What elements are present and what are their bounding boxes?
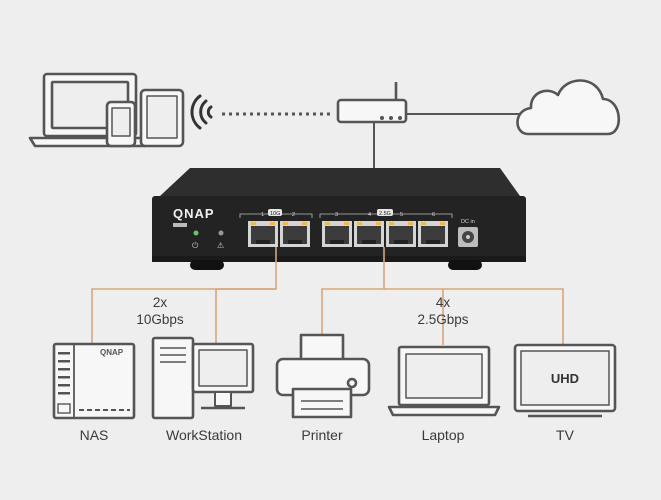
model-badge <box>173 223 187 227</box>
workstation-icon <box>151 336 255 420</box>
wifi-icon <box>190 94 213 130</box>
printer-icon <box>275 333 371 419</box>
status-led <box>218 230 224 236</box>
power-led <box>193 230 199 236</box>
dc-power-jack <box>458 227 478 247</box>
two-five-gig-count: 4x <box>436 295 451 310</box>
port-number-4: 4 <box>368 212 371 218</box>
port-2 <box>280 221 310 247</box>
port-number-2: 2 <box>292 212 295 218</box>
printer-label: Printer <box>301 427 343 443</box>
connection-lines <box>91 247 564 345</box>
tv-screen-text: UHD <box>551 371 579 386</box>
port-number-5: 5 <box>400 212 403 218</box>
port-3 <box>322 221 352 247</box>
port-1 <box>248 221 278 247</box>
nas-icon: QNAP <box>52 342 136 420</box>
badge-10g <box>268 209 282 216</box>
badge-2-5g <box>377 209 393 216</box>
client-devices-icon <box>28 72 185 148</box>
badge-10g-label: 10G <box>270 211 280 217</box>
port-5 <box>386 221 416 247</box>
workstation-label: WorkStation <box>166 427 242 443</box>
laptop-icon <box>387 345 501 417</box>
cloud-icon <box>516 79 621 136</box>
tv-label: TV <box>556 427 575 443</box>
two-five-gig-speed: 2.5Gbps <box>417 312 468 327</box>
ten-gig-count: 2x <box>153 295 168 310</box>
network-switch: QNAP ⏻ ⚠ 10G 2.5G 1 2 3 4 5 6 <box>152 168 526 270</box>
port-4 <box>354 221 384 247</box>
warning-icon: ⚠ <box>217 241 224 250</box>
port-6 <box>418 221 448 247</box>
nas-label: NAS <box>80 427 109 443</box>
laptop-label: Laptop <box>422 427 465 443</box>
router-icon <box>336 82 408 124</box>
tv-icon: UHD <box>513 343 617 418</box>
nas-brand-logo: QNAP <box>100 348 124 357</box>
dc-in-label: DC in <box>461 219 475 225</box>
port-number-3: 3 <box>335 212 338 218</box>
port-number-1: 1 <box>261 212 264 218</box>
port-number-6: 6 <box>432 212 435 218</box>
ten-gig-speed: 10Gbps <box>136 312 184 327</box>
power-symbol-icon: ⏻ <box>192 241 199 250</box>
switch-brand-logo: QNAP <box>173 206 215 221</box>
badge-2-5g-label: 2.5G <box>379 211 391 217</box>
